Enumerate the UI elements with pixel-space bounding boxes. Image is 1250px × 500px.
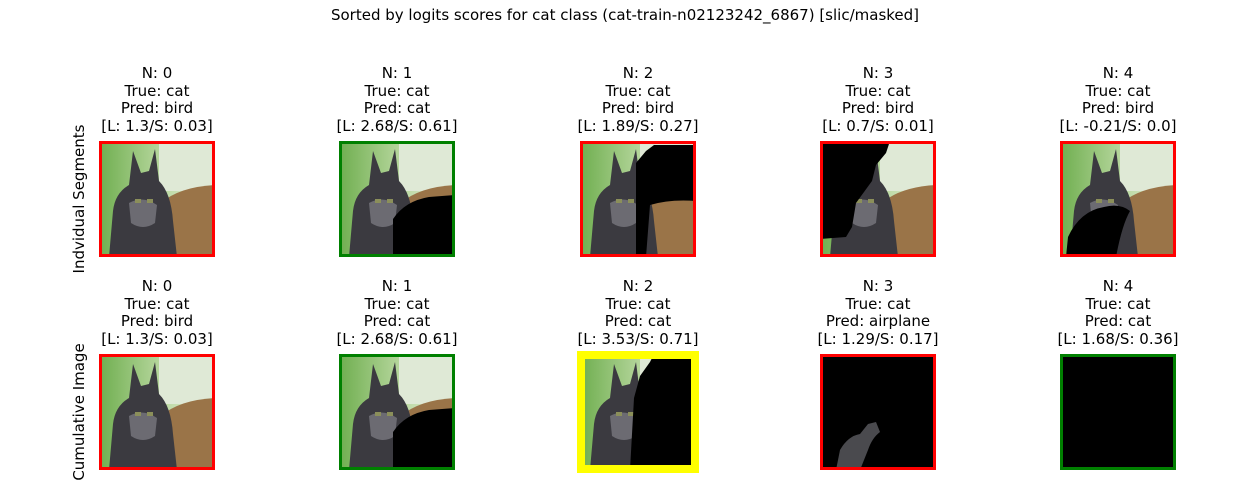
prediction-border [1060,354,1176,470]
predicted-label: Pred: cat [1084,312,1152,330]
prediction-border [99,141,215,257]
true-label: True: cat [124,294,190,313]
masked-region [820,141,890,239]
segment-thumbnail [99,141,215,257]
true-label: True: cat [364,294,430,313]
segment-thumbnail [820,354,936,470]
prediction-border [820,354,936,470]
predicted-label: Pred: bird [601,99,675,117]
segment-thumbnail [339,141,455,257]
predicted-label: Pred: bird [841,99,915,117]
true-label: True: cat [124,81,190,100]
logit-score-label: [L: 1.29/S: 0.17] [817,329,939,348]
masked-region [1066,205,1130,257]
logit-score-label: [L: 1.89/S: 0.27] [577,116,699,135]
prediction-border [99,354,215,470]
masked-region [1060,354,1176,470]
background-light [1120,141,1176,191]
segment-thumbnail [580,141,696,257]
prediction-border [339,141,455,257]
prediction-border [1060,141,1176,257]
background-light [399,354,455,404]
panel-index: N: 0 [141,277,173,295]
masked-region [393,408,455,470]
predicted-label: Pred: cat [363,312,431,330]
segment-thumbnail [99,354,215,470]
segment-thumbnail [820,141,936,257]
logit-score-label: [L: 2.68/S: 0.61] [336,329,458,348]
panel-index: N: 3 [862,277,894,295]
true-label: True: cat [605,81,671,100]
prediction-border [580,141,696,257]
panel-index: N: 1 [381,277,413,295]
predicted-label: Pred: cat [604,312,672,330]
figure-title: Sorted by logits scores for cat class (c… [330,6,920,24]
masked-region [636,145,696,257]
segment-thumbnail [339,354,455,470]
predicted-label: Pred: bird [1081,99,1155,117]
true-label: True: cat [364,81,430,100]
panel-index: N: 4 [1102,64,1134,82]
true-label: True: cat [1085,294,1151,313]
row-label-individual-segments: Indvidual Segments [70,124,88,274]
logit-score-label: [L: 1.68/S: 0.36] [1057,329,1179,348]
background-light [159,141,215,191]
segment-thumbnail [1060,354,1176,470]
logit-score-label: [L: 3.53/S: 0.71] [577,329,699,348]
prediction-border [339,354,455,470]
masked-region [820,354,936,470]
true-label: True: cat [605,294,671,313]
predicted-label: Pred: bird [120,312,194,330]
background-light [880,141,936,191]
segment-thumbnail [1060,141,1176,257]
row-label-cumulative-image: Cumulative Image [70,343,88,481]
background-light [159,354,215,404]
panel-index: N: 2 [622,64,654,82]
panel-index: N: 4 [1102,277,1134,295]
logit-score-label: [L: 1.3/S: 0.03] [101,116,213,135]
logit-score-label: [L: 0.7/S: 0.01] [822,116,934,135]
masked-region [393,195,455,257]
logit-score-label: [L: 1.3/S: 0.03] [101,329,213,348]
logit-score-label: [L: -0.21/S: 0.0] [1059,116,1177,135]
prediction-border [577,351,699,473]
true-label: True: cat [1085,81,1151,100]
remaining-segment [836,422,880,470]
predicted-label: Pred: bird [120,99,194,117]
predicted-label: Pred: airplane [825,312,931,330]
masked-region [630,354,696,470]
predicted-label: Pred: cat [363,99,431,117]
segment-thumbnail [577,351,699,473]
prediction-border [820,141,936,257]
true-label: True: cat [845,294,911,313]
true-label: True: cat [845,81,911,100]
logit-score-label: [L: 2.68/S: 0.61] [336,116,458,135]
panel-index: N: 3 [862,64,894,82]
background-light [399,141,455,191]
panel-index: N: 2 [622,277,654,295]
panel-index: N: 0 [141,64,173,82]
panel-index: N: 1 [381,64,413,82]
